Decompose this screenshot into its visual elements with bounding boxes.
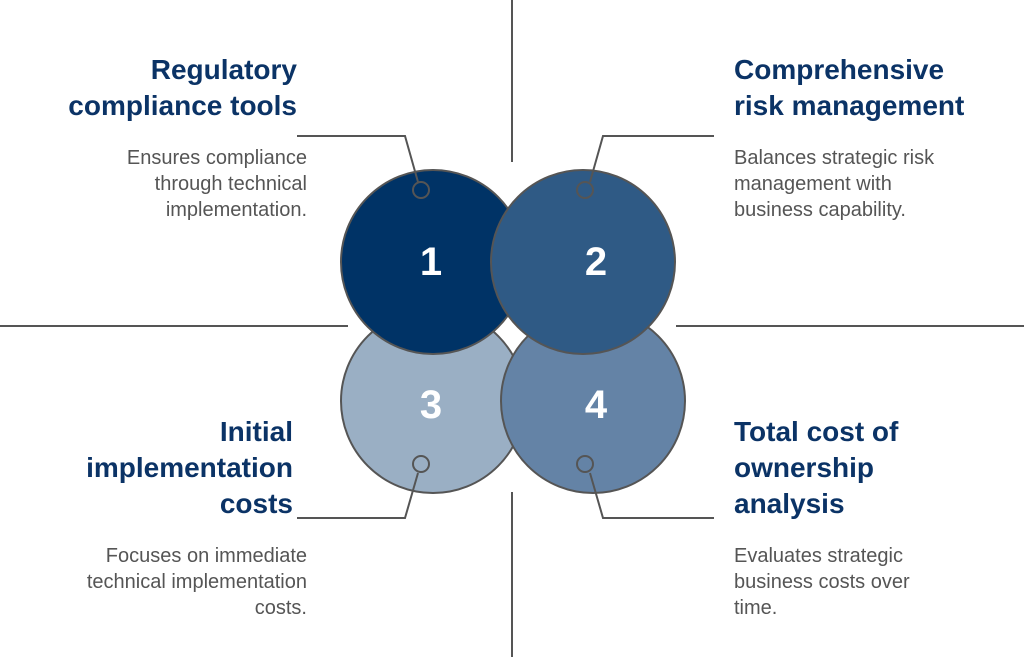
title-4: Total cost of ownership analysis <box>734 416 899 519</box>
connector-1 <box>297 135 419 183</box>
title-2: Comprehensive risk management <box>734 54 965 121</box>
number-4: 4 <box>585 383 608 427</box>
circle-2 <box>490 169 676 355</box>
number-1: 1 <box>420 240 442 284</box>
description-3: Focuses on immediate technical implement… <box>86 545 307 619</box>
number-2: 2 <box>585 240 607 284</box>
connector-dot-4 <box>576 455 594 473</box>
description-4: Evaluates strategic business costs over … <box>734 545 910 619</box>
connector-4 <box>589 472 714 519</box>
connector-dot-2 <box>576 181 594 199</box>
connector-dot-3 <box>412 455 430 473</box>
connector-3 <box>297 472 419 519</box>
connector-2 <box>589 135 714 183</box>
description-1: Ensures compliance through technical imp… <box>126 147 307 221</box>
number-3: 3 <box>420 383 442 427</box>
title-3: Initial implementation costs <box>86 416 293 519</box>
title-1: Regulatory compliance tools <box>68 54 297 121</box>
description-2: Balances strategic risk management with … <box>734 147 935 221</box>
connector-dot-1 <box>412 181 430 199</box>
